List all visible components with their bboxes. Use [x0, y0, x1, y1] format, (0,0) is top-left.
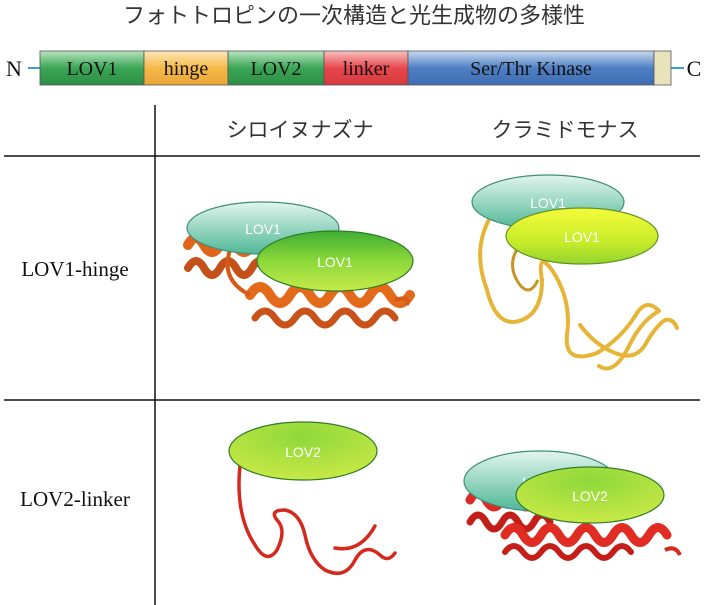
helix-tail — [664, 546, 682, 556]
domain-hinge — [143, 50, 229, 86]
domain-label-linker: linker — [343, 58, 390, 80]
coil-link — [225, 249, 410, 306]
n-terminus-label: N — [6, 56, 22, 81]
domain-linker — [323, 50, 409, 86]
c-terminus-label: C — [687, 56, 702, 81]
row-header-lov2-linker: LOV2-linker — [20, 487, 130, 511]
domain-lov1 — [39, 50, 145, 86]
domain-label-kinase: Ser/Thr Kinase — [470, 58, 592, 80]
coil-strand — [478, 208, 679, 371]
helix-front-2 — [251, 307, 399, 329]
domain-label-lov2: LOV2 — [250, 58, 301, 80]
domain-c-terminal — [653, 50, 672, 86]
helix-back-2 — [466, 511, 554, 533]
domain-lov2 — [227, 50, 325, 86]
helix-front-2 — [502, 543, 634, 561]
lov1-back-label: LOV1 — [530, 195, 566, 211]
cell-arabidopsis-lov2-linker: LOV2 — [228, 421, 397, 576]
lov1-front-label: LOV1 — [317, 254, 353, 270]
table-grid — [4, 105, 700, 605]
lov2-domain-front — [515, 466, 665, 524]
column-header-arabidopsis: シロイヌナズナ — [227, 118, 374, 142]
lov1-domain-front — [505, 207, 659, 265]
coil-strand-2 — [511, 244, 540, 292]
lov2-front-label: LOV2 — [572, 488, 608, 504]
coil-strand — [237, 463, 397, 576]
figure-title: フォトトロピンの一次構造と光生成物の多様性 — [123, 4, 585, 29]
lov1-front-label: LOV1 — [564, 229, 600, 245]
row-header-lov1-hinge: LOV1-hinge — [21, 257, 128, 281]
lov2-label: LOV2 — [285, 444, 321, 460]
column-header-chlamydomonas: クラミドモナス — [492, 118, 639, 142]
lov1-domain-front — [256, 230, 414, 292]
domain-label-hinge: hinge — [164, 58, 209, 80]
cell-arabidopsis-lov1-hinge: LOV1 LOV1 — [183, 201, 415, 329]
lov2-domain — [228, 421, 378, 481]
lov1-back-label: LOV1 — [245, 221, 281, 237]
domain-label-lov1: LOV1 — [66, 58, 117, 80]
helix-front — [245, 282, 415, 308]
helix-front — [500, 523, 672, 547]
cell-chlamydomonas-lov2-linker: LOV2 LOV2 — [463, 450, 682, 561]
cell-chlamydomonas-lov1-hinge: LOV1 LOV1 — [471, 174, 679, 371]
protein-primary-structure: N C LOV1 hinge LOV2 linker Ser/Thr Kinas… — [6, 50, 702, 86]
